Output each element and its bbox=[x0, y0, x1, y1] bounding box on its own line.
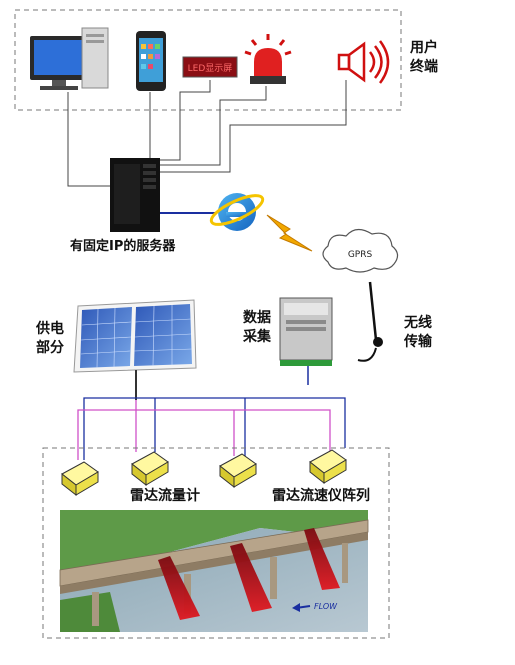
antenna-icon bbox=[357, 281, 383, 362]
flow-label: FLOW bbox=[314, 602, 338, 611]
user-terminal-label-1: 用户 bbox=[410, 39, 438, 56]
smartphone-icon bbox=[136, 31, 166, 91]
cloud-icon: GPRS bbox=[322, 228, 399, 273]
led-display-icon: LED显示屏 bbox=[182, 56, 238, 78]
data-collection-label-1: 数据 bbox=[243, 309, 271, 326]
power-label-1: 供电 bbox=[35, 320, 64, 337]
radar-site-box bbox=[42, 447, 390, 639]
desktop-computer-icon bbox=[30, 27, 109, 90]
terminal-wires bbox=[67, 80, 347, 187]
bridge-river-scene: FLOW bbox=[59, 510, 369, 632]
data-collector-icon bbox=[279, 297, 333, 366]
server-label: 有固定IP的服务器 bbox=[70, 238, 176, 254]
power-label-2: 部分 bbox=[36, 339, 64, 356]
data-collection-label-2: 采集 bbox=[242, 328, 272, 345]
user-terminal-label-2: 终端 bbox=[410, 58, 438, 75]
internet-explorer-icon bbox=[209, 193, 265, 231]
radar-flowmeter-label: 雷达流量计 bbox=[130, 487, 200, 504]
sensor-bus bbox=[77, 397, 346, 460]
solar-panel-icon bbox=[73, 299, 197, 400]
radar-sensor-4 bbox=[309, 449, 347, 485]
wireless-label-2: 传输 bbox=[403, 333, 433, 350]
radar-sensor-1 bbox=[61, 461, 99, 497]
led-text: LED显示屏 bbox=[188, 63, 233, 74]
radar-sensor-2 bbox=[131, 451, 169, 487]
lightning-icon bbox=[266, 214, 313, 252]
gprs-label: GPRS bbox=[348, 250, 373, 260]
tower-server-icon bbox=[110, 158, 160, 232]
alarm-light-icon bbox=[244, 34, 292, 84]
speaker-icon bbox=[337, 40, 390, 84]
user-terminal-box bbox=[14, 9, 402, 111]
radar-sensor-3 bbox=[219, 453, 257, 489]
wireless-label-1: 无线 bbox=[403, 314, 432, 331]
radar-array-label: 雷达流速仪阵列 bbox=[272, 487, 370, 504]
